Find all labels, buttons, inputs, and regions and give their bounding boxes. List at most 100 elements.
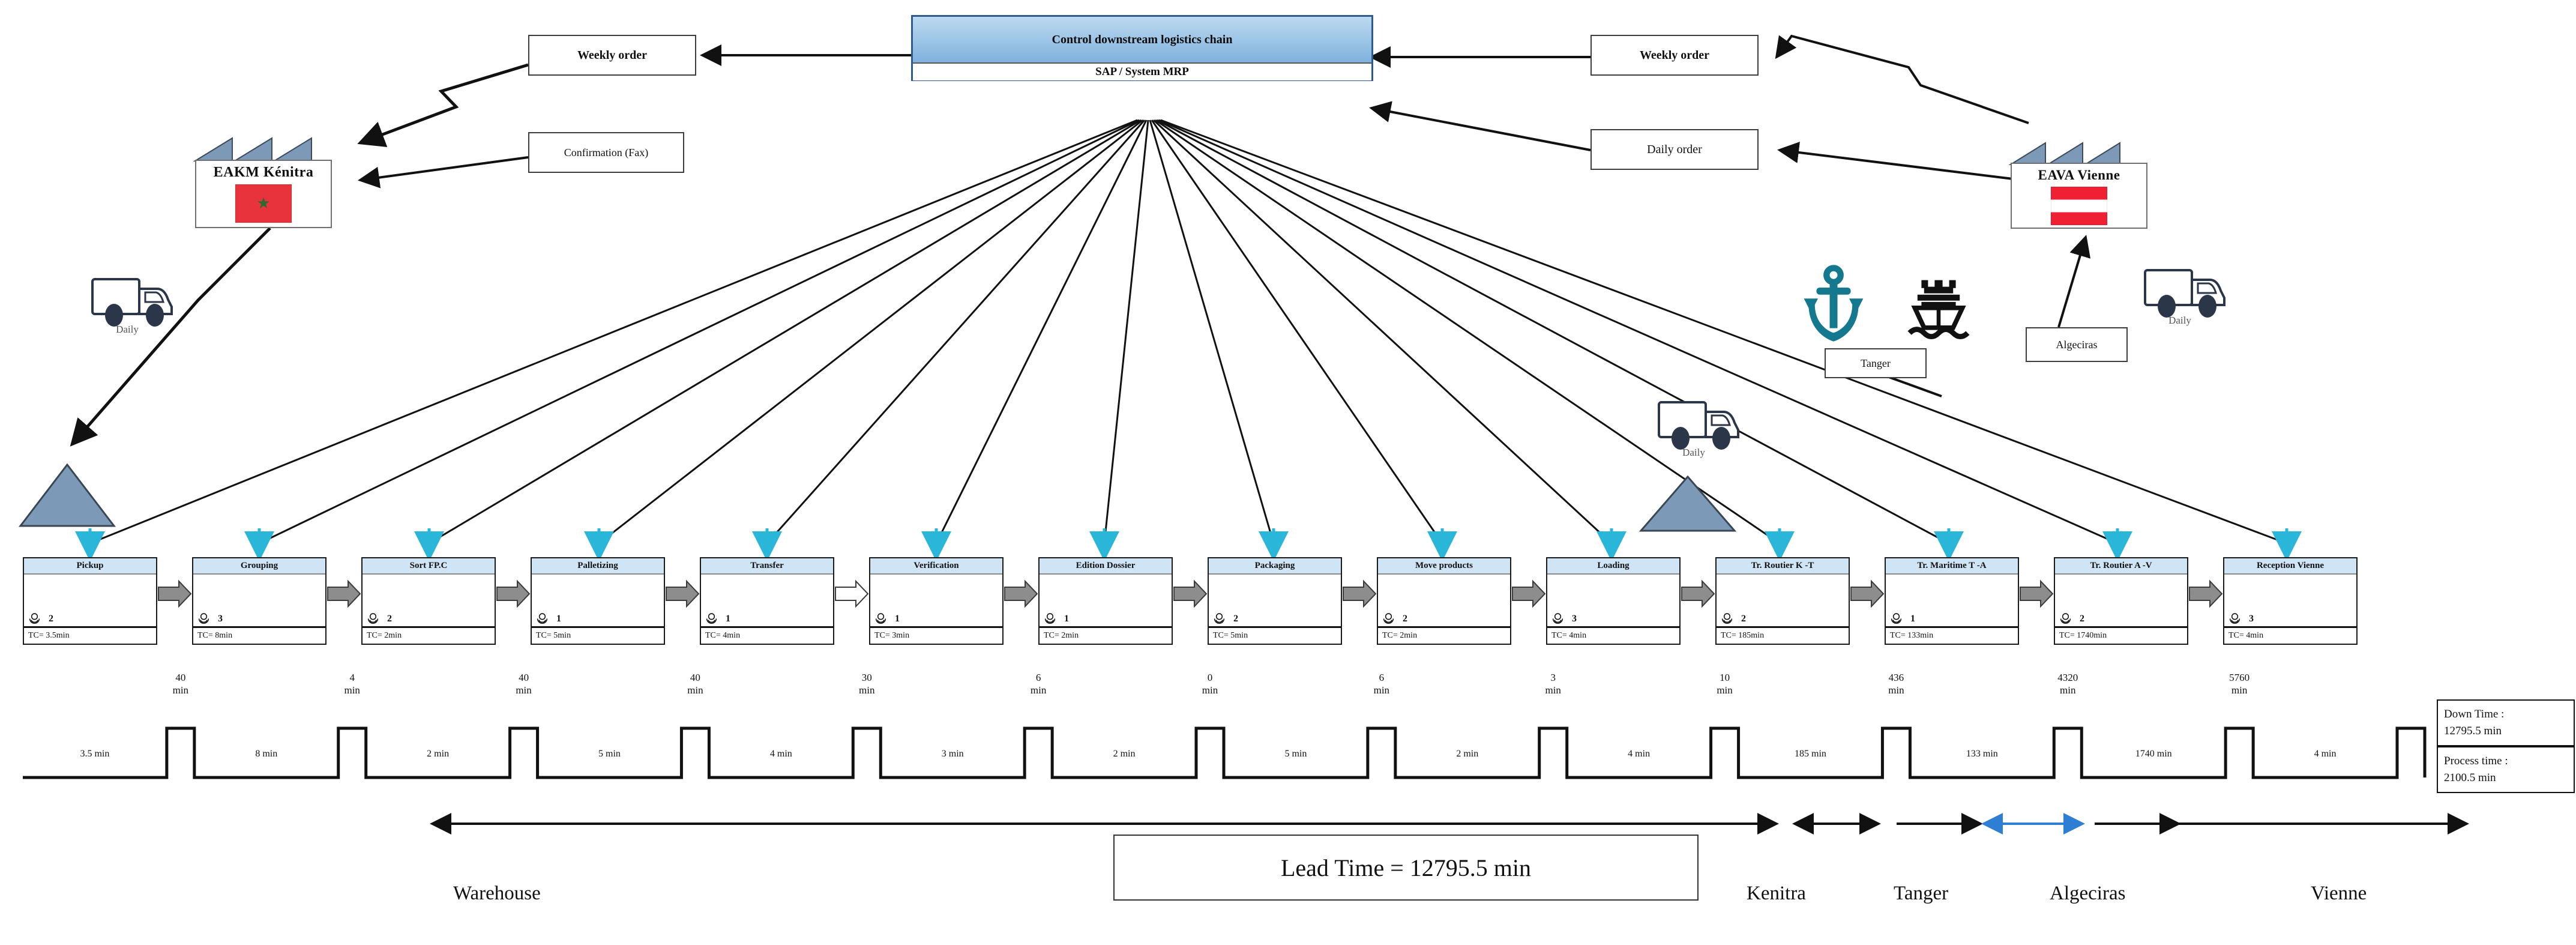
anchor-icon bbox=[1795, 264, 1873, 345]
factory-roof-icon bbox=[2008, 142, 2120, 165]
process-box-cycle-time: TC= 5min bbox=[536, 631, 571, 640]
timeline-process-time: 2 min bbox=[1456, 749, 1479, 759]
push-arrow bbox=[1004, 579, 1038, 611]
process-time-box: Process time : 2100.5 min bbox=[2437, 746, 2575, 793]
inventory-triangle-warehouse bbox=[18, 461, 117, 533]
process-box-operator-count: 1 bbox=[726, 614, 730, 624]
process-box-operators-row: 3 bbox=[1547, 575, 1679, 628]
process-box-operator-count: 2 bbox=[1403, 614, 1407, 624]
tanger-box[interactable]: Tanger bbox=[1825, 348, 1927, 378]
process-box-operators-row: 2 bbox=[24, 575, 156, 628]
push-arrow bbox=[157, 579, 192, 611]
truck-icon bbox=[1658, 401, 1739, 450]
push-arrow bbox=[496, 579, 531, 611]
process-box-cycle-time: TC= 3min bbox=[874, 631, 910, 640]
timeline-process-time: 185 min bbox=[1795, 749, 1826, 759]
timeline-wait-unit: min bbox=[687, 684, 703, 696]
push-arrow bbox=[327, 579, 361, 611]
process-box-operators-row: 2 bbox=[1717, 575, 1849, 628]
process-box-operator-count: 2 bbox=[1741, 614, 1746, 624]
truck-left[interactable]: Daily bbox=[90, 273, 180, 335]
process-box-title: Reception Vienne bbox=[2224, 558, 2356, 575]
timeline-wait-value: 4 bbox=[349, 672, 355, 683]
truck-right-label: Daily bbox=[2168, 315, 2191, 326]
truck-mid-label: Daily bbox=[1682, 447, 1705, 458]
process-box-operators-row: 1 bbox=[1040, 575, 1172, 628]
timeline-process-time: 3.5 min bbox=[80, 749, 110, 759]
timeline-wait-unit: min bbox=[1888, 684, 1904, 696]
weekly-order-right-box[interactable]: Weekly order bbox=[1590, 35, 1759, 76]
process-box-cycle-time: TC= 8min bbox=[197, 631, 233, 640]
morocco-star-icon: ★ bbox=[256, 195, 271, 212]
timeline-process-time: 1740 min bbox=[2135, 749, 2172, 759]
timeline-process-time: 4 min bbox=[2314, 749, 2337, 759]
timeline-wait-unit: min bbox=[859, 684, 875, 696]
factory-eava-vienne[interactable]: EAVA Vienne bbox=[2008, 142, 2173, 232]
timeline-process-time: 2 min bbox=[1113, 749, 1136, 759]
process-box-operators-row: 1 bbox=[701, 575, 833, 628]
factory-roof-icon bbox=[193, 137, 312, 162]
down-time-label: Down Time : bbox=[2444, 708, 2505, 721]
operator-icon bbox=[1382, 612, 1395, 624]
operator-icon bbox=[1551, 612, 1564, 624]
timeline-wait-value: 30 bbox=[861, 672, 872, 683]
process-box-operators-row: 1 bbox=[1886, 575, 2018, 628]
confirmation-fax-box[interactable]: Confirmation (Fax) bbox=[528, 132, 684, 173]
process-box-operator-count: 3 bbox=[218, 614, 223, 624]
truck-right[interactable]: Daily bbox=[2143, 264, 2233, 326]
timeline-process-time: 4 min bbox=[769, 749, 792, 759]
algeciras-box[interactable]: Algeciras bbox=[2026, 327, 2128, 362]
process-box-operator-count: 2 bbox=[1233, 614, 1238, 624]
operator-icon bbox=[1890, 612, 1903, 624]
factory-eakm-kenitra[interactable]: EAKM Kénitra ★ bbox=[193, 137, 351, 228]
daily-order-box[interactable]: Daily order bbox=[1590, 129, 1759, 170]
push-arrow bbox=[834, 579, 869, 611]
process-box-title: Tr. Routier K -T bbox=[1717, 558, 1849, 575]
process-box-title: Palletizing bbox=[532, 558, 664, 575]
truck-mid[interactable]: Daily bbox=[1657, 396, 1747, 458]
process-box-operator-count: 2 bbox=[2080, 614, 2084, 624]
control-box[interactable]: Control downstream logistics chain SAP /… bbox=[911, 15, 1373, 81]
process-box-title: Verification bbox=[870, 558, 1002, 575]
process-box-operators-row: 3 bbox=[2224, 575, 2356, 628]
operator-icon bbox=[197, 612, 210, 624]
process-box-title: Pickup bbox=[24, 558, 156, 575]
morocco-flag-icon: ★ bbox=[235, 184, 292, 223]
push-arrow bbox=[2188, 579, 2223, 611]
timeline-wait-value: 40 bbox=[690, 672, 700, 683]
segment-label-algeciras: Algeciras bbox=[2050, 883, 2126, 904]
push-arrow bbox=[1850, 579, 1885, 611]
inventory-triangle-loading bbox=[1639, 474, 1738, 537]
process-time-label: Process time : bbox=[2444, 755, 2508, 768]
weekly-order-left-box[interactable]: Weekly order bbox=[528, 35, 696, 76]
process-box-title: Edition Dossier bbox=[1040, 558, 1172, 575]
operator-icon bbox=[874, 612, 887, 624]
down-time-value: 12795.5 min bbox=[2444, 725, 2502, 737]
truck-icon bbox=[91, 278, 173, 327]
process-box-cycle-time: TC= 3.5min bbox=[28, 631, 70, 640]
inventory-triangle-icon bbox=[1639, 475, 1737, 532]
process-box-operator-count: 1 bbox=[895, 614, 900, 624]
process-box-cycle-time: TC= 2min bbox=[367, 631, 402, 640]
